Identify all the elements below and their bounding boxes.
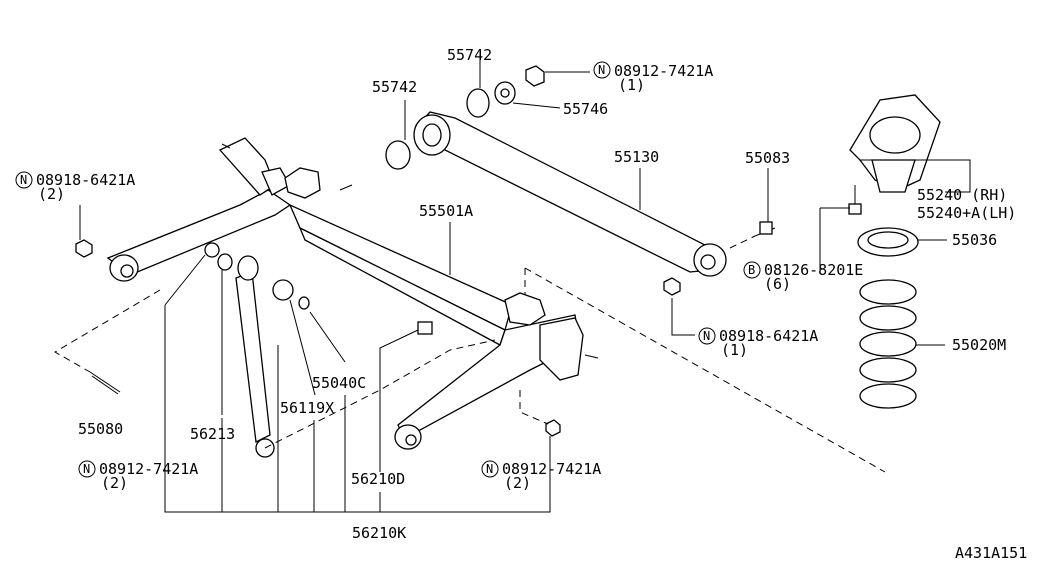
label-08126: 08126-8201E <box>764 261 863 279</box>
label-08912-top: 08912-7421A <box>614 62 713 80</box>
label-55240-lh: 55240+A(LH) <box>917 204 1016 222</box>
label-08126-qty: (6) <box>764 275 791 293</box>
bolt-icon <box>754 221 776 237</box>
label-55130: 55130 <box>614 148 659 166</box>
label-55040C: 55040C <box>312 374 366 392</box>
label-55036: 55036 <box>952 231 997 249</box>
label-55020M: 55020M <box>952 336 1006 354</box>
svg-text:N: N <box>83 462 90 476</box>
link-bushing-icon <box>385 65 545 170</box>
label-08918-right-qty: (1) <box>721 341 748 359</box>
label-08912-left: 08912-7421A <box>99 460 198 478</box>
label-08912-right: 08912-7421A <box>502 460 601 478</box>
stud-bolt-icon <box>89 321 433 395</box>
diagram-code: A431A151 <box>955 544 1027 562</box>
nut-symbol-bottom-right: N <box>481 460 499 478</box>
label-56210K: 56210K <box>352 524 406 542</box>
svg-text:N: N <box>703 329 710 343</box>
svg-text:N: N <box>598 63 605 77</box>
label-55240-rh: 55240 (RH) <box>917 186 1007 204</box>
label-08912-top-qty: (1) <box>618 76 645 94</box>
svg-text:B: B <box>748 263 755 277</box>
svg-text:N: N <box>486 462 493 476</box>
label-55742-top: 55742 <box>447 46 492 64</box>
lateral-link-icon <box>413 111 727 277</box>
label-08918-right: 08918-6421A <box>719 327 818 345</box>
nut-icon <box>75 239 681 437</box>
label-08918-left-qty: (2) <box>38 185 65 203</box>
shock-bushing-icon <box>272 279 294 301</box>
svg-text:N: N <box>20 173 27 187</box>
label-55742-left: 55742 <box>372 78 417 96</box>
spring-seat-icon <box>848 94 941 215</box>
spring-insulator-icon <box>857 227 919 257</box>
leader-lines <box>79 60 971 513</box>
label-56210D: 56210D <box>351 470 405 488</box>
label-08912-left-qty: (2) <box>101 474 128 492</box>
phantom-lines <box>54 235 886 473</box>
label-08912-right-qty: (2) <box>504 474 531 492</box>
nut-symbol-top: N <box>593 61 611 79</box>
bolt-symbol: B <box>743 261 761 279</box>
label-55080: 55080 <box>78 420 123 438</box>
label-56119X: 56119X <box>280 399 334 417</box>
label-55083: 55083 <box>745 149 790 167</box>
nut-symbol-right: N <box>698 327 716 345</box>
coil-spring-icon <box>859 279 917 409</box>
shock-absorber-icon <box>235 255 275 458</box>
nut-symbol-bottom-left: N <box>78 460 96 478</box>
label-56213: 56213 <box>190 425 235 443</box>
rear-axle-beam-icon <box>106 137 599 441</box>
label-08918-left: 08918-6421A <box>36 171 135 189</box>
label-55501A: 55501A <box>419 202 473 220</box>
beam-bushing-icon <box>109 254 422 450</box>
nut-symbol-left: N <box>15 171 33 189</box>
label-55746: 55746 <box>563 100 608 118</box>
